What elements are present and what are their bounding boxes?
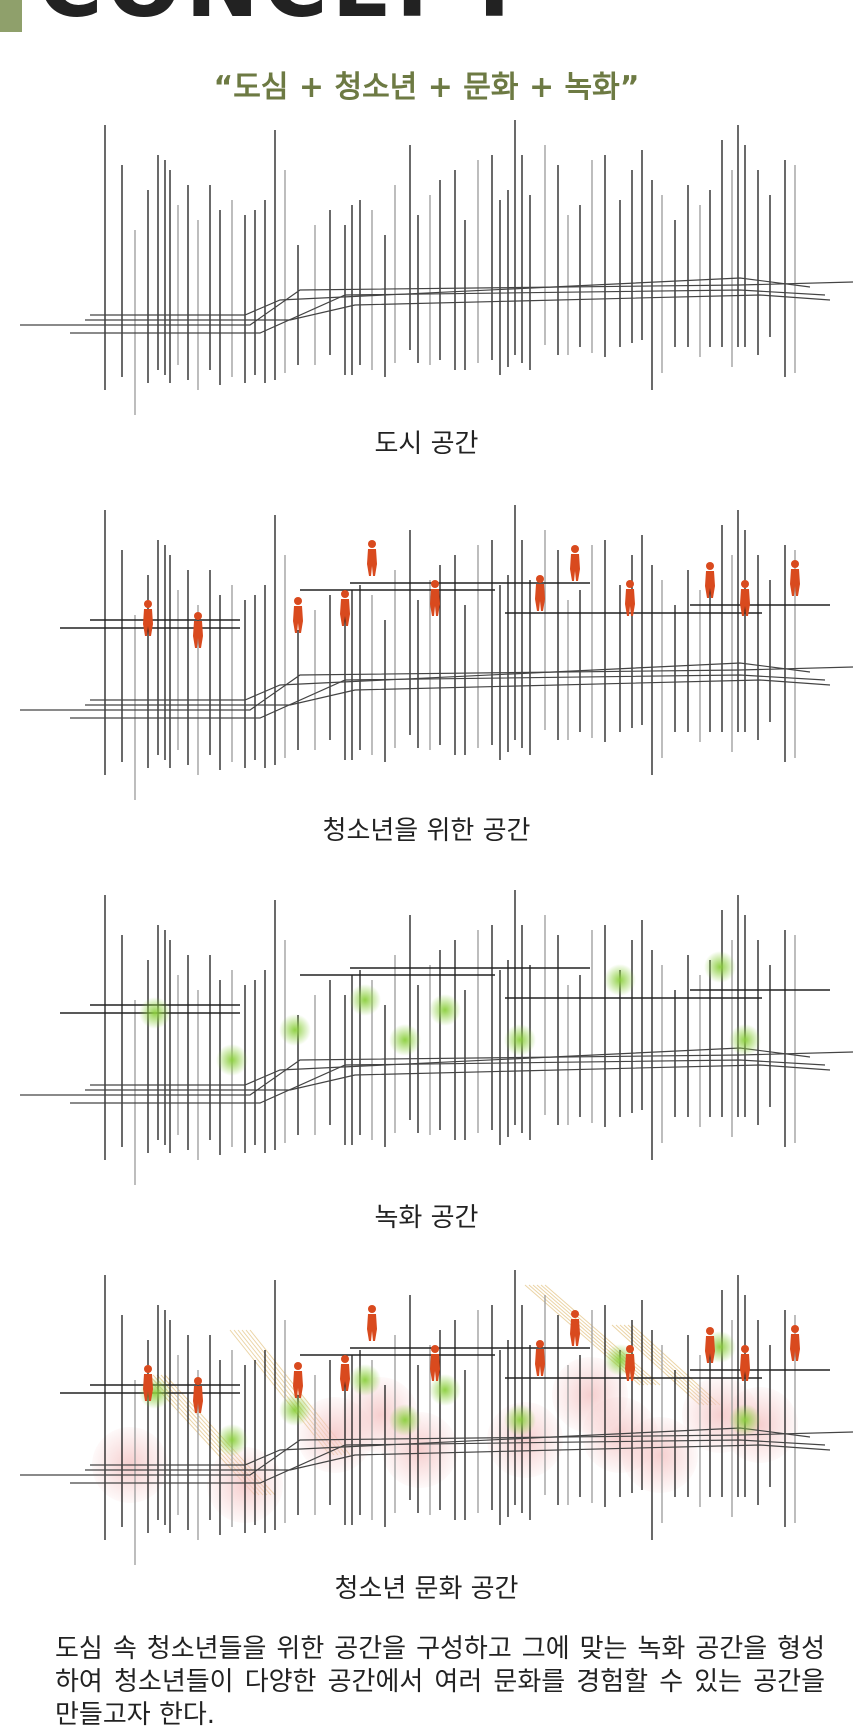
greenery-spot — [279, 1394, 311, 1426]
person-head — [626, 580, 634, 588]
person-head — [341, 590, 349, 598]
person-silhouette — [790, 1334, 800, 1361]
light-ray — [615, 1324, 705, 1406]
person-head — [791, 1325, 799, 1333]
ground-line — [70, 1439, 826, 1484]
greenery-spot — [279, 1014, 311, 1046]
person-silhouette — [535, 584, 545, 611]
diagram-youth-culture-space — [20, 1270, 853, 1565]
person-silhouette — [340, 1364, 350, 1391]
caption-youth-space: 청소년을 위한 공간 — [322, 816, 531, 846]
person-silhouette — [740, 589, 750, 616]
greenery-spot — [216, 1044, 248, 1076]
greenery-spot — [504, 1024, 536, 1056]
greenery-spot — [429, 994, 461, 1026]
greenery-spot — [349, 1364, 381, 1396]
person-head — [368, 1305, 376, 1313]
person-silhouette — [293, 606, 303, 633]
ground-line — [20, 1051, 853, 1096]
pink-glow-area — [622, 1417, 698, 1493]
greenery-spot — [349, 984, 381, 1016]
ground-line — [70, 289, 826, 334]
person-head — [194, 612, 202, 620]
person-silhouette — [430, 1354, 440, 1381]
person-head — [791, 560, 799, 568]
person-head — [741, 580, 749, 588]
person-head — [294, 1362, 302, 1370]
ground-line — [85, 1064, 831, 1091]
header-accent-bar — [0, 0, 22, 32]
person-silhouette — [143, 609, 153, 636]
person-silhouette — [193, 1386, 203, 1413]
diagram-youth-space — [20, 505, 853, 800]
ground-line — [85, 294, 831, 321]
person-head — [144, 600, 152, 608]
caption-youth-culture-space: 청소년 문화 공간 — [334, 1574, 519, 1604]
person-head — [144, 1365, 152, 1373]
ground-line — [90, 277, 811, 316]
person-head — [706, 562, 714, 570]
ground-line — [90, 1427, 811, 1466]
person-head — [341, 1355, 349, 1363]
page-title: CONCEPT — [38, 0, 528, 30]
person-head — [536, 575, 544, 583]
greenery-spot — [216, 1424, 248, 1456]
ground-line — [90, 662, 811, 701]
person-silhouette — [193, 621, 203, 648]
ground-line — [85, 1444, 831, 1471]
greenery-spot — [429, 1374, 461, 1406]
light-ray — [544, 1284, 661, 1386]
person-silhouette — [790, 569, 800, 596]
person-head — [294, 597, 302, 605]
greenery-spot — [389, 1404, 421, 1436]
ground-line — [20, 281, 853, 326]
person-head — [431, 1345, 439, 1353]
person-silhouette — [625, 589, 635, 616]
person-silhouette — [367, 549, 377, 576]
ground-line — [20, 1431, 853, 1476]
person-silhouette — [535, 1349, 545, 1376]
person-silhouette — [570, 1319, 580, 1346]
caption-urban-space: 도시 공간 — [374, 429, 479, 459]
person-head — [571, 545, 579, 553]
greenery-spot — [704, 951, 736, 983]
greenery-spot — [729, 1024, 761, 1056]
diagram-green-space — [20, 890, 853, 1185]
person-head — [626, 1345, 634, 1353]
greenery-spot — [504, 1404, 536, 1436]
person-silhouette — [740, 1354, 750, 1381]
person-head — [536, 1340, 544, 1348]
person-head — [368, 540, 376, 548]
concept-subtitle: “도심 + 청소년 + 문화 + 녹화” — [213, 70, 640, 105]
person-head — [571, 1310, 579, 1318]
ground-line — [20, 666, 853, 711]
person-head — [194, 1377, 202, 1385]
light-ray — [611, 1324, 701, 1406]
concept-description: 도심 속 청소년들을 위한 공간을 구성하고 그에 맞는 녹화 공간을 형성하여… — [55, 1634, 825, 1730]
ground-line — [70, 674, 826, 719]
diagram-urban-space — [20, 120, 853, 415]
person-silhouette — [570, 554, 580, 581]
light-ray — [540, 1284, 657, 1386]
greenery-spot — [389, 1024, 421, 1056]
caption-green-space: 녹화 공간 — [374, 1203, 479, 1233]
person-head — [706, 1327, 714, 1335]
greenery-spot — [729, 1404, 761, 1436]
person-silhouette — [705, 1336, 715, 1363]
person-silhouette — [293, 1371, 303, 1398]
person-silhouette — [705, 571, 715, 598]
greenery-spot — [604, 964, 636, 996]
ground-line — [70, 1059, 826, 1104]
person-silhouette — [143, 1374, 153, 1401]
person-silhouette — [625, 1354, 635, 1381]
person-head — [431, 580, 439, 588]
person-head — [741, 1345, 749, 1353]
person-silhouette — [340, 599, 350, 626]
person-silhouette — [367, 1314, 377, 1341]
person-silhouette — [430, 589, 440, 616]
ground-line — [85, 679, 831, 706]
greenery-spot — [139, 997, 171, 1029]
ground-line — [90, 1047, 811, 1086]
